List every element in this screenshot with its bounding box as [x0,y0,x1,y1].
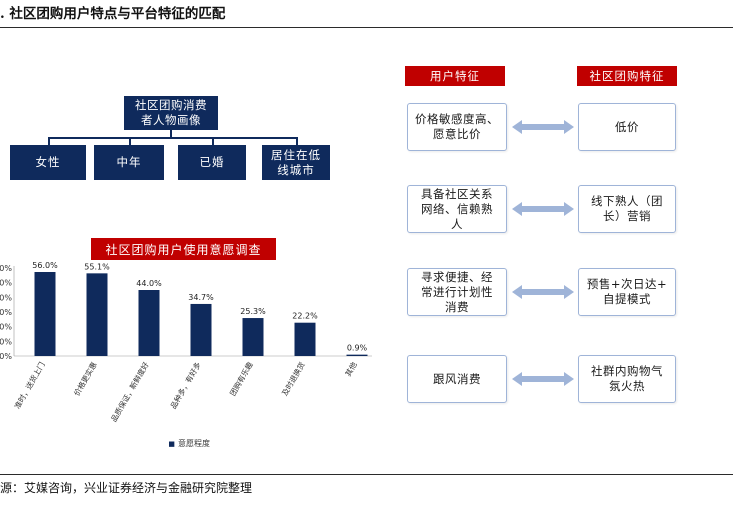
user-feature-box: 价格敏感度高、愿意比价 [407,103,507,151]
bar [86,273,108,356]
user-feature-text: 消费 [445,299,469,314]
user-feature-text: 跟风消费 [433,371,481,386]
double-arrow-icon [512,120,574,134]
source-note: 源：艾媒咨询，兴业证券经济与金融研究院整理 [0,481,253,495]
bar [242,318,264,356]
legend-label: 意愿程度 [178,438,210,448]
category-label: 价格更实惠 [71,360,99,398]
user-feature-box: 具备社区关系网络、信赖熟人 [407,185,507,233]
user-feature-text: 网络、信赖熟 [421,201,493,216]
bottom-divider [0,474,733,475]
y-tick-label: 0% [0,264,12,273]
persona-root-node: 社区团购消费 者人物画像 [124,96,218,130]
tree-connector-drop-1 [48,137,50,145]
survey-bar-chart: 0% 0% 0% 0% 0% 0% 0% 56.0% 准时，送货上门 55.1% 价格更实惠 44.0… [0,261,372,448]
persona-leaf-middle-aged: 中年 [94,145,164,180]
persona-leaf-female: 女性 [10,145,86,180]
user-feature-text: 愿意比价 [433,127,481,141]
persona-leaf4-line2: 线城市 [277,162,315,177]
tree-connector-drop-3 [212,137,214,145]
user-feature-text: 人 [451,216,463,231]
platform-feature-text: 社群内购物气 [591,364,663,378]
top-divider [0,27,733,28]
user-feature-text: 寻求便捷、经 [421,269,493,284]
category-label: 团购有乐趣 [227,360,255,398]
persona-leaf-lower-tier-city: 居住在低 线城市 [262,145,330,180]
y-tick-label: 0% [0,337,12,346]
platform-feature-box: 线下熟人（团长）营销 [578,185,676,233]
double-arrow-shape [512,372,574,386]
double-arrow-icon [512,372,574,386]
bar-value-label: 25.3% [240,307,266,316]
bar-value-label: 44.0% [136,279,162,288]
legend-marker: ■ [168,440,175,448]
header-platform-features: 社区团购特征 [577,66,677,86]
bar-value-label: 56.0% [32,261,58,270]
persona-leaf4-line1: 居住在低 [271,147,321,162]
double-arrow-shape [512,202,574,216]
bar [294,322,316,356]
bar-value-label: 55.1% [84,262,110,271]
y-tick-label: 0% [0,279,12,288]
persona-root-line2: 者人物画像 [141,113,201,127]
y-tick-label: 0% [0,323,12,332]
user-feature-text: 常进行计划性 [421,284,493,299]
user-feature-box: 跟风消费 [407,355,507,403]
category-label: 品种多，有好多 [168,360,203,411]
page-title: . 社区团购用户特点与平台特征的匹配 [0,6,226,22]
user-feature-text: 具备社区关系 [421,186,493,201]
tree-connector-drop-2 [129,137,131,145]
user-feature-text: 价格敏感度高、 [415,112,499,126]
double-arrow-shape [512,285,574,299]
platform-feature-text: 自提模式 [603,292,651,306]
bar-value-label: 0.9% [347,344,368,353]
category-label: 其他 [343,360,359,378]
category-label: 及时退换货 [279,360,307,398]
double-arrow-icon [512,285,574,299]
double-arrow-shape [512,120,574,134]
category-label: 品质保证，新鲜度好 [108,360,151,424]
platform-feature-text: 线下熟人（团 [591,194,663,208]
bar-value-label: 34.7% [188,293,214,302]
tree-connector-vertical [170,130,172,137]
bar [34,272,56,356]
platform-feature-text: 氛火热 [609,379,645,393]
tree-connector-horizontal [48,137,296,139]
platform-feature-box: 低价 [578,103,676,151]
bar [138,290,160,356]
chart-title: 社区团购用户使用意愿调查 [91,238,276,260]
double-arrow-icon [512,202,574,216]
y-tick-label: 0% [0,308,12,317]
platform-feature-box: 社群内购物气氛火热 [578,355,676,403]
persona-root-line1: 社区团购消费 [135,98,207,112]
y-tick-label: 0% [0,293,12,302]
bar-value-label: 22.2% [292,312,318,321]
platform-feature-text: 低价 [615,119,639,134]
platform-feature-text: 预售+次日达+ [586,277,668,291]
platform-feature-box: 预售+次日达+自提模式 [578,268,676,316]
y-tick-label: 0% [0,352,12,361]
category-label: 准时，送货上门 [12,360,47,410]
header-user-features: 用户特征 [405,66,505,86]
bar [346,354,368,356]
user-feature-box: 寻求便捷、经常进行计划性消费 [407,268,507,316]
bar [190,303,212,356]
persona-leaf-married: 已婚 [178,145,246,180]
platform-feature-text: 长）营销 [603,209,651,223]
tree-connector-drop-4 [296,137,298,145]
